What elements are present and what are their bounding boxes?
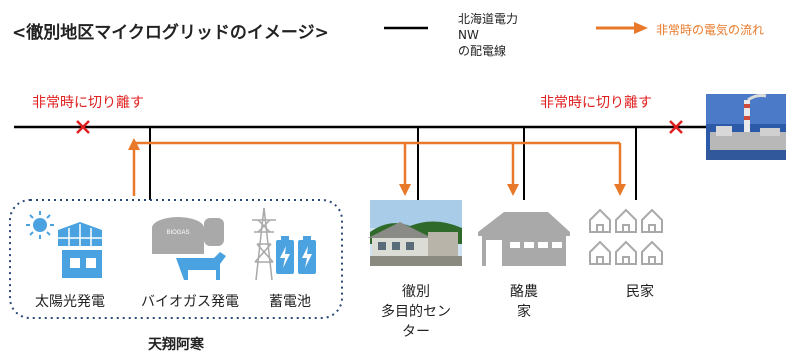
dairy-farm-label-line: 酪農 xyxy=(510,284,538,300)
legend-grid-line-label-line: の配電線 xyxy=(458,44,507,58)
dairy-farm-label: 酪農 家 xyxy=(494,282,554,322)
community-center-label-line: ター xyxy=(402,324,430,340)
cut-mark-right xyxy=(669,120,683,134)
legend-grid-line-icon xyxy=(384,26,428,30)
cut-point-label-right: 非常時に切り離す xyxy=(540,95,652,111)
solar-house-icon xyxy=(26,211,102,278)
legend-grid-line-label-line: 北海道電力 xyxy=(458,12,519,26)
legend-grid-line-label-line: NW xyxy=(458,28,479,42)
flow-arrowheads xyxy=(128,138,626,196)
community-center-icon xyxy=(368,200,462,266)
houses-icon xyxy=(589,208,663,265)
legend-flow-arrow-icon xyxy=(596,22,648,34)
dairy-barn-icon xyxy=(478,212,570,266)
diagram-title: <徹別地区マイクログリッドのイメージ> xyxy=(12,23,329,43)
legend-grid-line-label: 北海道電力 NW の配電線 xyxy=(458,11,518,59)
biogas-generation-label: バイオガス発電 xyxy=(141,294,239,310)
emergency-flow-path xyxy=(132,141,622,196)
power-plant-icon xyxy=(706,94,786,160)
community-center-label: 徹別 多目的セン ター xyxy=(366,282,466,342)
community-center-label-line: 徹別 xyxy=(402,284,430,300)
battery-storage-label: 蓄電池 xyxy=(269,294,311,310)
drop-lines xyxy=(149,127,637,200)
legend-flow-label: 非常時の電気の流れ xyxy=(656,23,765,37)
cut-point-label-left: 非常時に切り離す xyxy=(32,95,144,111)
biogas-plant-icon: BIOGAS xyxy=(152,217,226,280)
community-center-label-line: 多目的セン xyxy=(381,304,451,320)
solar-generation-label: 太陽光発電 xyxy=(35,294,105,310)
generation-area-box xyxy=(9,199,343,319)
private-houses-label-line: 民家 xyxy=(626,284,654,300)
battery-icon xyxy=(276,236,316,274)
area-name: 天翔阿寒 xyxy=(148,337,204,353)
cut-mark-left xyxy=(76,120,90,134)
private-houses-label: 民家 xyxy=(610,282,670,302)
battery-tower-icon xyxy=(252,207,276,281)
dairy-farm-label-line: 家 xyxy=(517,304,531,320)
biogas-tank-lettering: BIOGAS xyxy=(166,230,189,236)
